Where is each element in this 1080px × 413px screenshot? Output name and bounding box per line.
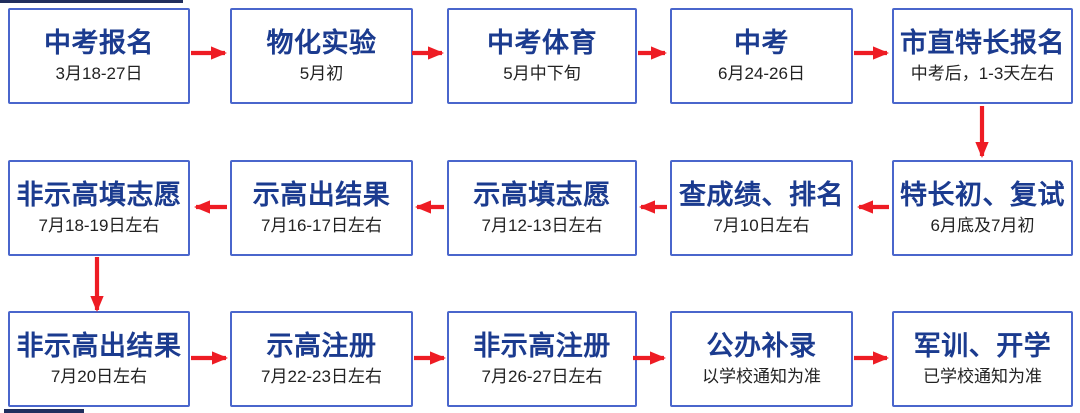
flow-step-subtitle: 中考后，1-3天左右: [910, 64, 1055, 84]
flow-step-title: 示高注册: [266, 330, 377, 361]
flow-step-title: 中考: [734, 27, 789, 58]
flow-step-subtitle: 7月22-23日左右: [261, 367, 382, 387]
flow-step-subtitle: 5月初: [299, 64, 344, 84]
flow-step: 示高注册 7月22-23日左右: [230, 311, 413, 407]
flow-step: 公办补录 以学校通知为准: [670, 311, 853, 407]
flow-step: 非示高出结果 7月20日左右: [8, 311, 190, 407]
flow-step: 中考报名 3月18-27日: [8, 8, 190, 104]
flow-step-title: 查成绩、排名: [679, 179, 844, 210]
flow-step: 非示高注册 7月26-27日左右: [447, 311, 637, 407]
flow-step: 示高出结果 7月16-17日左右: [230, 160, 413, 256]
flow-step-title: 特长初、复试: [900, 179, 1065, 210]
flow-step-subtitle: 6月24-26日: [718, 64, 805, 84]
flow-step: 特长初、复试 6月底及7月初: [892, 160, 1073, 256]
flow-step-title: 市直特长报名: [900, 27, 1065, 58]
flow-step-title: 公办补录: [706, 330, 817, 361]
flow-step: 物化实验 5月初: [230, 8, 413, 104]
flow-step-subtitle: 3月18-27日: [55, 64, 143, 84]
flow-step-subtitle: 已学校通知为准: [923, 367, 1042, 387]
flow-step-subtitle: 7月18-19日左右: [38, 216, 160, 236]
flow-step-subtitle: 以学校通知为准: [702, 367, 821, 387]
flow-step: 非示高填志愿 7月18-19日左右: [8, 160, 190, 256]
flow-step: 军训、开学 已学校通知为准: [892, 311, 1073, 407]
crop-artifact-bar-bottom: [4, 409, 84, 413]
flow-step: 市直特长报名 中考后，1-3天左右: [892, 8, 1073, 104]
flow-step-title: 军训、开学: [913, 330, 1052, 361]
flow-step-subtitle: 7月10日左右: [713, 216, 810, 236]
flow-step-subtitle: 7月20日左右: [50, 367, 148, 387]
flow-step-subtitle: 7月16-17日左右: [261, 216, 382, 236]
flow-step-subtitle: 6月底及7月初: [930, 216, 1035, 236]
flow-step: 查成绩、排名 7月10日左右: [670, 160, 853, 256]
flow-step-title: 物化实验: [266, 27, 377, 58]
flow-step-title: 示高填志愿: [473, 179, 611, 210]
flow-step-subtitle: 7月26-27日左右: [481, 367, 603, 387]
flow-step-subtitle: 5月中下旬: [503, 64, 581, 84]
crop-artifact-bar-top: [0, 0, 183, 3]
flow-step: 中考体育 5月中下旬: [447, 8, 637, 104]
flow-step-subtitle: 7月12-13日左右: [481, 216, 603, 236]
flow-step-title: 非示高注册: [473, 330, 611, 361]
flow-step-title: 中考体育: [487, 27, 597, 58]
flow-step-title: 非示高出结果: [16, 330, 182, 361]
flow-step-title: 示高出结果: [252, 179, 391, 210]
flow-step: 示高填志愿 7月12-13日左右: [447, 160, 637, 256]
flow-step-title: 中考报名: [44, 27, 154, 58]
flow-step-title: 非示高填志愿: [16, 179, 182, 210]
flow-step: 中考 6月24-26日: [670, 8, 853, 104]
